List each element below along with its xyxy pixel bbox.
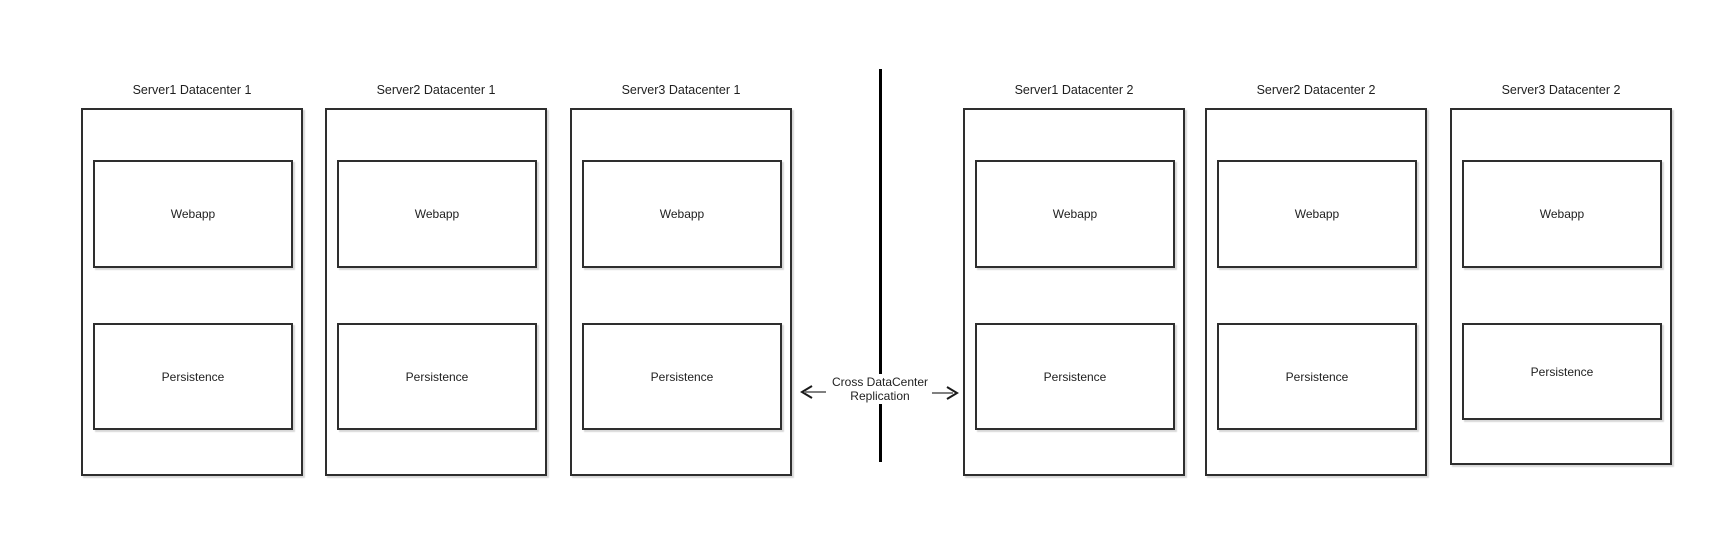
server-box: Webapp Persistence	[1205, 108, 1427, 476]
webapp-box: Webapp	[975, 160, 1175, 268]
server-box: Webapp Persistence	[1450, 108, 1672, 465]
webapp-label: Webapp	[659, 207, 705, 221]
persistence-box: Persistence	[582, 323, 782, 430]
webapp-box: Webapp	[337, 160, 537, 268]
replication-label: Cross DataCenter Replication	[827, 374, 933, 404]
datacenter-divider-line	[879, 69, 882, 462]
persistence-label: Persistence	[405, 369, 469, 384]
persistence-label: Persistence	[1043, 369, 1107, 384]
server-card-server1-dc1: Server1 Datacenter 1 Webapp Persistence	[81, 80, 303, 476]
persistence-box: Persistence	[1462, 323, 1662, 420]
server-title: Server1 Datacenter 2	[1014, 83, 1134, 97]
persistence-label: Persistence	[161, 369, 225, 384]
webapp-label: Webapp	[1052, 207, 1098, 221]
webapp-box: Webapp	[93, 160, 293, 268]
webapp-box: Webapp	[1462, 160, 1662, 268]
server-title: Server2 Datacenter 2	[1256, 83, 1376, 97]
server-card-server3-dc1: Server3 Datacenter 1 Webapp Persistence	[570, 80, 792, 476]
server-title: Server3 Datacenter 2	[1501, 83, 1621, 97]
persistence-box: Persistence	[337, 323, 537, 430]
webapp-label: Webapp	[170, 207, 216, 221]
webapp-label: Webapp	[414, 207, 460, 221]
replication-label-line1: Cross DataCenter	[831, 375, 929, 389]
webapp-box: Webapp	[582, 160, 782, 268]
persistence-box: Persistence	[975, 323, 1175, 430]
server-title: Server1 Datacenter 1	[132, 83, 252, 97]
server-box: Webapp Persistence	[570, 108, 792, 476]
persistence-label: Persistence	[1285, 369, 1349, 384]
webapp-label: Webapp	[1294, 207, 1340, 221]
replication-label-line2: Replication	[850, 389, 910, 403]
server-box: Webapp Persistence	[963, 108, 1185, 476]
server-title: Server3 Datacenter 1	[621, 83, 741, 97]
persistence-box: Persistence	[93, 323, 293, 430]
server-card-server3-dc2: Server3 Datacenter 2 Webapp Persistence	[1450, 80, 1672, 465]
persistence-label: Persistence	[650, 369, 714, 384]
persistence-label: Persistence	[1530, 364, 1594, 379]
persistence-box: Persistence	[1217, 323, 1417, 430]
arrow-left-icon	[800, 385, 826, 399]
server-card-server1-dc2: Server1 Datacenter 2 Webapp Persistence	[963, 80, 1185, 476]
webapp-box: Webapp	[1217, 160, 1417, 268]
server-box: Webapp Persistence	[325, 108, 547, 476]
server-box: Webapp Persistence	[81, 108, 303, 476]
server-card-server2-dc1: Server2 Datacenter 1 Webapp Persistence	[325, 80, 547, 476]
server-title: Server2 Datacenter 1	[376, 83, 496, 97]
webapp-label: Webapp	[1539, 207, 1585, 221]
server-card-server2-dc2: Server2 Datacenter 2 Webapp Persistence	[1205, 80, 1427, 476]
